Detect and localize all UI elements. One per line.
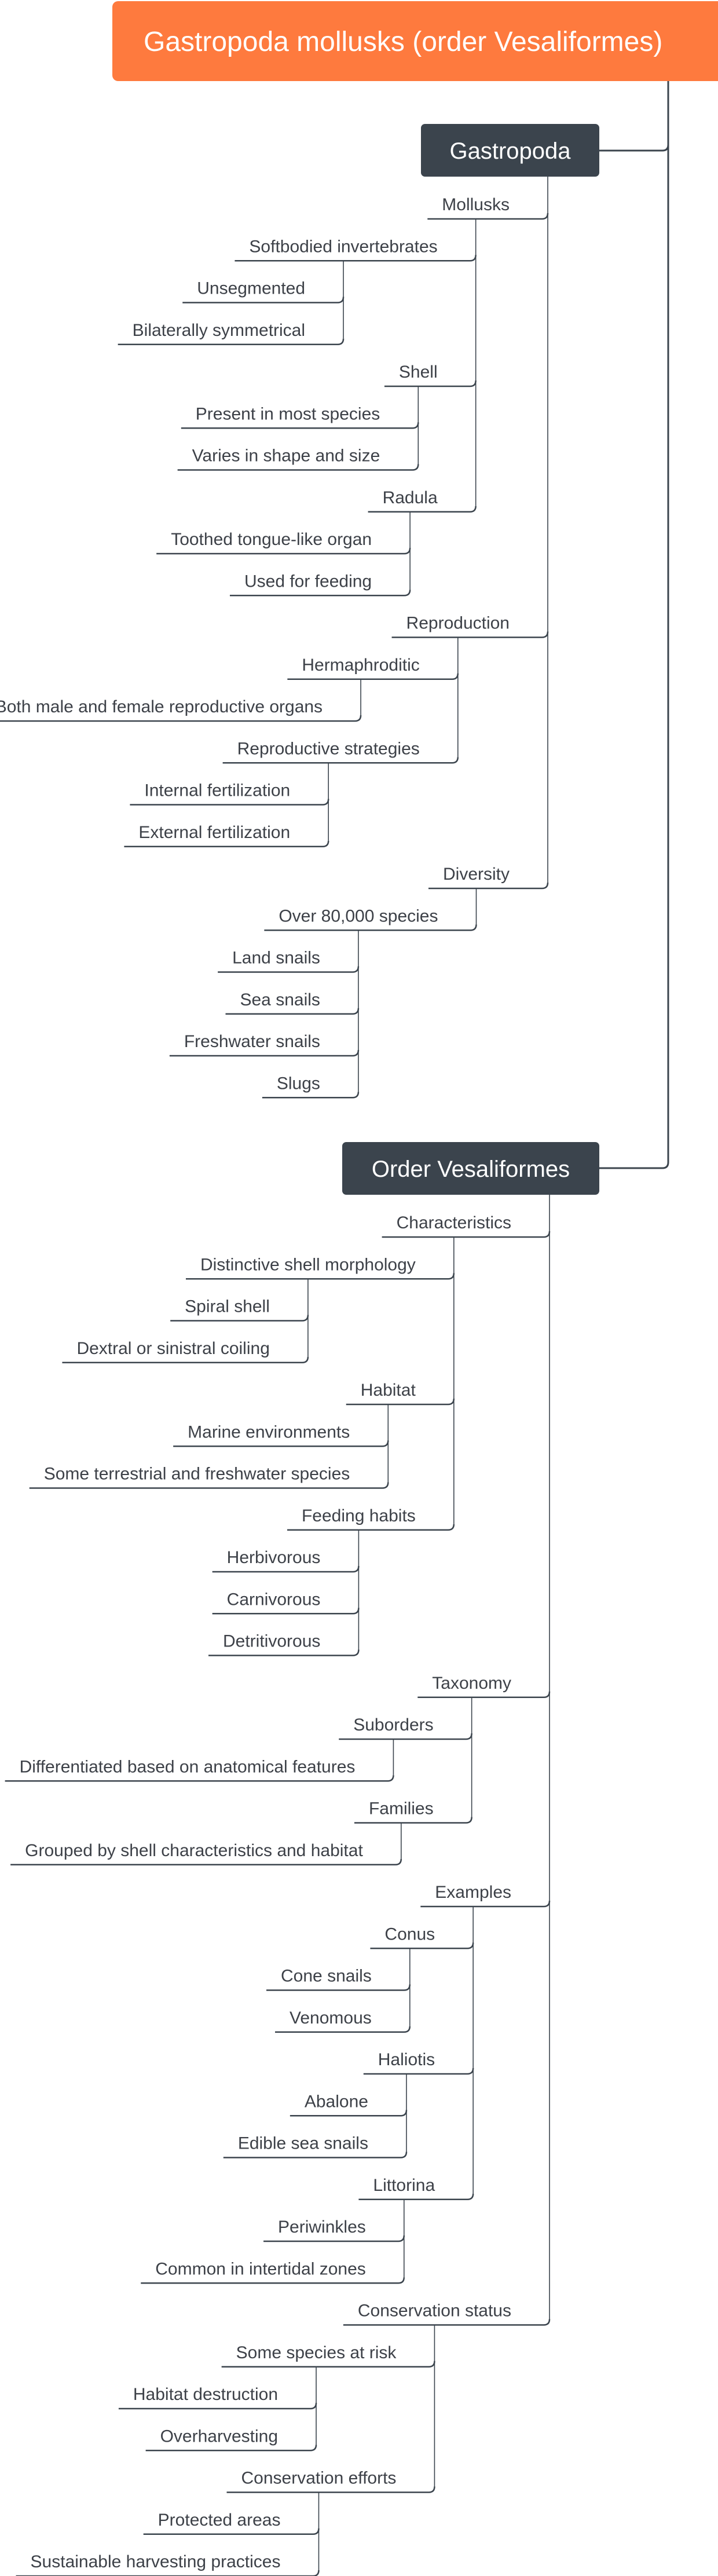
node-edible-sea-snails[interactable]: Edible sea snails [238, 2134, 368, 2153]
root-connector-gastropoda [599, 144, 669, 152]
node-habitat-destruction[interactable]: Habitat destruction [133, 2385, 278, 2404]
node-grouped-by-shell-characteristics-and-habitat[interactable]: Grouped by shell characteristics and hab… [25, 1841, 363, 1860]
node-hermaphroditic[interactable]: Hermaphroditic [302, 656, 419, 675]
node-conservation-status[interactable]: Conservation status [358, 2301, 511, 2321]
section-node-gastropoda[interactable]: Gastropoda [421, 124, 599, 177]
node-sea-snails[interactable]: Sea snails [240, 990, 320, 1009]
connector-line [264, 924, 477, 931]
node-some-terrestrial-and-freshwater-species[interactable]: Some terrestrial and freshwater species [44, 1465, 350, 1484]
node-families[interactable]: Families [369, 1799, 434, 1818]
node-used-for-feeding[interactable]: Used for feeding [244, 572, 372, 591]
node-detritivorous[interactable]: Detritivorous [223, 1632, 320, 1651]
connector-line [5, 1775, 394, 1782]
connector-line [358, 2193, 474, 2200]
node-venomous[interactable]: Venomous [290, 2008, 372, 2028]
connector-line [287, 1524, 455, 1531]
node-present-in-most-species[interactable]: Present in most species [196, 404, 380, 423]
node-land-snails[interactable]: Land snails [232, 949, 320, 968]
node-cone-snails[interactable]: Cone snails [281, 1967, 372, 1986]
connector-line [141, 2277, 405, 2284]
connector-line [0, 715, 362, 722]
connector-line [62, 1356, 309, 1363]
connector-line [29, 1482, 389, 1489]
connector-line [10, 1858, 402, 1865]
node-softbodied-invertebrates[interactable]: Softbodied invertebrates [249, 237, 437, 256]
node-mollusks[interactable]: Mollusks [442, 195, 510, 214]
root-node[interactable]: Gastropoda mollusks (order Vesaliformes) [112, 1, 718, 81]
section-node-order-vesaliformes[interactable]: Order Vesaliformes [342, 1142, 599, 1195]
connector-line [223, 2151, 408, 2158]
node-characteristics[interactable]: Characteristics [397, 1213, 511, 1232]
connector-line [118, 338, 345, 345]
node-overharvesting[interactable]: Overharvesting [160, 2427, 278, 2446]
node-carnivorous[interactable]: Carnivorous [227, 1590, 321, 1609]
connector-line [229, 590, 411, 597]
node-taxonomy[interactable]: Taxonomy [432, 1674, 511, 1693]
node-reproductive-strategies[interactable]: Reproductive strategies [237, 739, 420, 758]
node-freshwater-snails[interactable]: Freshwater snails [184, 1032, 320, 1051]
connector-line [428, 882, 549, 890]
node-periwinkles[interactable]: Periwinkles [278, 2218, 366, 2237]
node-radula[interactable]: Radula [383, 488, 438, 507]
root-title: Gastropoda mollusks (order Vesaliformes) [144, 27, 662, 57]
node-protected-areas[interactable]: Protected areas [158, 2511, 281, 2530]
node-marine-environments[interactable]: Marine environments [188, 1422, 350, 1441]
node-herbivorous[interactable]: Herbivorous [227, 1548, 321, 1567]
node-differentiated-based-on-anatomical-features[interactable]: Differentiated based on anatomical featu… [20, 1757, 356, 1776]
node-examples[interactable]: Examples [435, 1883, 511, 1902]
node-haliotis[interactable]: Haliotis [378, 2050, 435, 2069]
connector-line [262, 1092, 360, 1099]
node-conus[interactable]: Conus [384, 1924, 435, 1944]
node-sustainable-harvesting-practices[interactable]: Sustainable harvesting practices [31, 2552, 281, 2571]
connector-line [222, 757, 459, 764]
node-littorina[interactable]: Littorina [373, 2176, 435, 2195]
connector-line [343, 2319, 551, 2326]
node-diversity[interactable]: Diversity [443, 865, 510, 884]
node-common-in-intertidal-zones[interactable]: Common in intertidal zones [155, 2259, 366, 2278]
node-external-fertilization[interactable]: External fertilization [138, 823, 290, 842]
node-reproduction[interactable]: Reproduction [406, 614, 510, 633]
node-unsegmented[interactable]: Unsegmented [197, 279, 305, 298]
section-title: Gastropoda [449, 138, 571, 164]
node-dextral-or-sinistral-coiling[interactable]: Dextral or sinistral coiling [76, 1339, 269, 1358]
node-both-male-and-female-reproductive-organs[interactable]: Both male and female reproductive organs [0, 697, 323, 716]
connector-line [208, 1649, 360, 1656]
node-suborders[interactable]: Suborders [353, 1715, 433, 1735]
connector-line [354, 1817, 472, 1824]
node-abalone[interactable]: Abalone [305, 2092, 368, 2111]
node-toothed-tongue-like-organ[interactable]: Toothed tongue-like organ [171, 530, 372, 549]
node-some-species-at-risk[interactable]: Some species at risk [236, 2343, 397, 2362]
connector-line [226, 2486, 435, 2493]
node-distinctive-shell-morphology[interactable]: Distinctive shell morphology [200, 1255, 416, 1274]
connector-line [275, 2026, 411, 2033]
node-internal-fertilization[interactable]: Internal fertilization [144, 781, 290, 800]
node-feeding-habits[interactable]: Feeding habits [302, 1506, 416, 1525]
connector-line [368, 506, 477, 513]
connector-line [124, 840, 329, 847]
connector-line [145, 2445, 317, 2451]
node-slugs[interactable]: Slugs [277, 1074, 320, 1093]
node-shell[interactable]: Shell [399, 363, 438, 382]
node-habitat[interactable]: Habitat [361, 1381, 416, 1400]
node-bilaterally-symmetrical[interactable]: Bilaterally symmetrical [133, 321, 305, 340]
root-connector [599, 81, 669, 1169]
node-over-80-000-species[interactable]: Over 80,000 species [279, 906, 438, 925]
connector-line [177, 464, 419, 471]
section-title: Order Vesaliformes [372, 1157, 570, 1182]
node-spiral-shell[interactable]: Spiral shell [185, 1297, 270, 1316]
node-varies-in-shape-and-size[interactable]: Varies in shape and size [192, 447, 380, 466]
node-conservation-efforts[interactable]: Conservation efforts [241, 2469, 397, 2488]
